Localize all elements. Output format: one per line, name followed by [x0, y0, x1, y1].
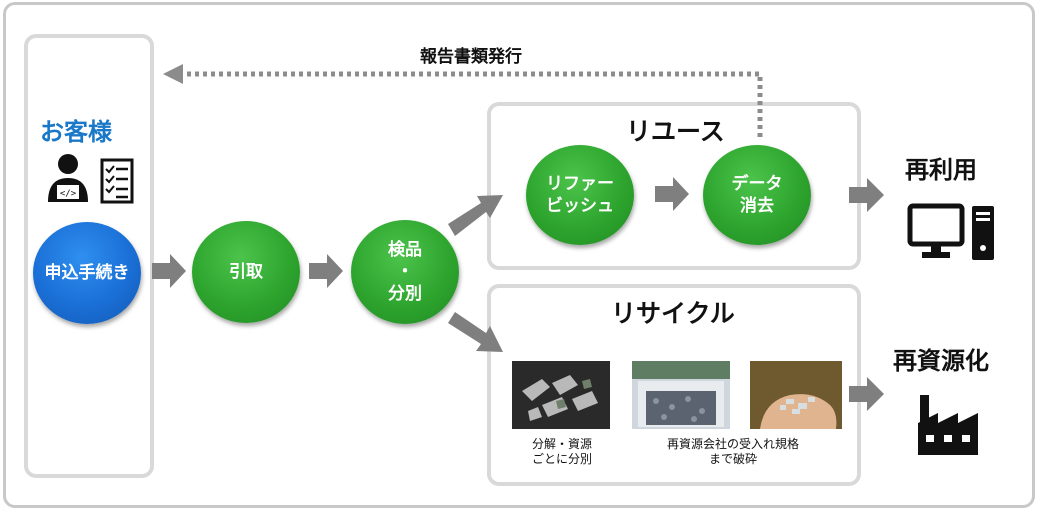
recycle-caption-2-line1: 再資源会社の受入れ規格: [666, 437, 799, 451]
refurbish-circle: リファー ビッシュ: [526, 145, 634, 245]
recycle-caption-1: 分解・資源 ごとに分別: [520, 437, 604, 467]
inspect-label-line2: 分別: [388, 284, 422, 305]
sorted-parts-photo: [512, 361, 610, 429]
report-label: 報告書類発行: [420, 47, 522, 67]
person-laptop-icon: </>: [48, 154, 88, 202]
arrow-inspect-to-reuse: [448, 195, 503, 236]
customer-title: お客様: [40, 118, 112, 146]
arrow-pickup-to-inspect: [309, 254, 343, 288]
refurbish-label-line1: リファー: [546, 173, 614, 194]
recycle-caption-2-line2: まで破砕: [708, 452, 757, 466]
reuse-result-label: 再利用: [905, 156, 977, 184]
inspect-circle: 検品 ・ 分別: [351, 220, 459, 324]
factory-icon: [918, 395, 978, 455]
inspect-label-dot: ・: [396, 261, 414, 282]
report-arrowhead: [163, 64, 183, 84]
recycle-caption-1-line1: 分解・資源: [531, 437, 592, 451]
erase-label-line1: データ: [731, 173, 783, 194]
pickup-circle: 引取: [192, 221, 300, 323]
erase-label-line2: 消去: [740, 196, 774, 216]
refurbish-label-line2: ビッシュ: [546, 196, 614, 216]
recycle-title: リサイクル: [611, 299, 735, 328]
reuse-title: リユース: [626, 117, 725, 146]
computer-icon: [907, 203, 994, 260]
arrow-refurbish-to-erase: [655, 177, 689, 211]
arrow-recycle-to-result: [849, 377, 884, 411]
inspect-label-line1: 検品: [388, 239, 422, 260]
erase-circle: データ 消去: [703, 145, 811, 245]
arrow-procedure-to-pickup: [152, 254, 186, 288]
recycle-caption-1-line2: ごとに分別: [531, 452, 592, 466]
report-dotted-line: [182, 71, 763, 137]
arrow-reuse-to-result: [849, 178, 884, 212]
arrow-inspect-to-recycle: [448, 312, 503, 352]
checklist-icon: [100, 158, 134, 204]
procedure-label: 申込手続き: [44, 262, 130, 283]
procedure-circle: 申込手続き: [33, 222, 141, 324]
crusher-photo: [632, 361, 730, 429]
pickup-label: 引取: [229, 261, 263, 282]
recycle-result-label: 再資源化: [893, 347, 989, 375]
svg-text:</>: </>: [60, 189, 77, 199]
crushed-material-photo: [750, 361, 842, 429]
recycle-caption-2: 再資源会社の受入れ規格 まで破砕: [638, 437, 828, 467]
